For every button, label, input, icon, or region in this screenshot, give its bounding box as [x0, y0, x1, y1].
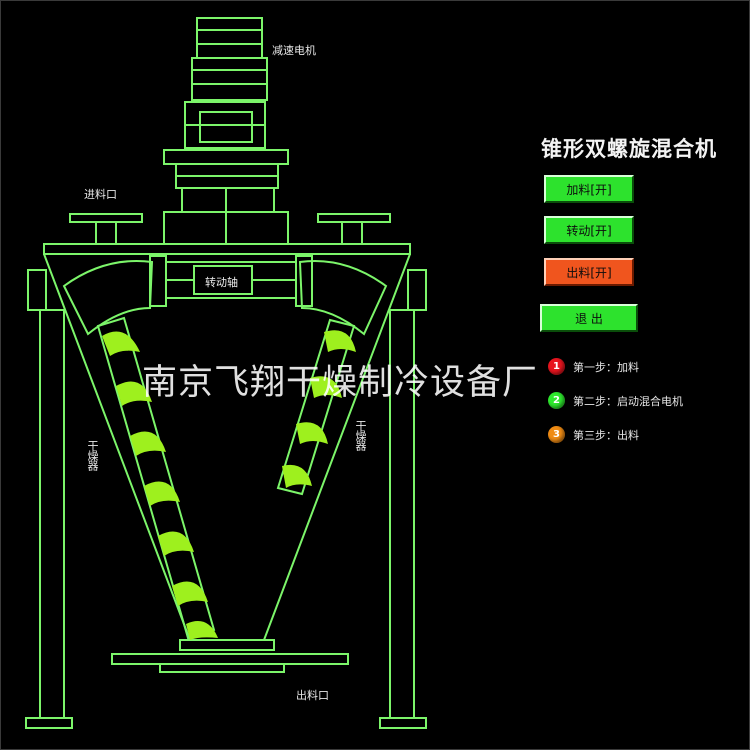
- transmission-shaft-label: 转动轴: [205, 276, 238, 289]
- top-platform: [43, 243, 411, 255]
- right-support: [379, 269, 427, 729]
- right-screw-shaft: [276, 318, 356, 496]
- discharge-on-button[interactable]: 出料[开]: [544, 258, 634, 286]
- step-2: 2 第二步：启动混合电机: [548, 392, 683, 409]
- right-screw-flights: [282, 330, 356, 488]
- feed-inlet-right: [317, 213, 391, 245]
- step-3: 3 第三步：出料: [548, 426, 639, 443]
- page-title: 锥形双螺旋混合机: [541, 137, 717, 161]
- right-arm: [298, 260, 388, 336]
- rotate-on-button[interactable]: 转动[开]: [544, 216, 634, 244]
- left-screw-label: 干燥器: [86, 440, 99, 470]
- step-1: 1 第一步：加料: [548, 358, 639, 375]
- motor-body: [184, 17, 268, 149]
- left-screw-shaft: [96, 316, 216, 640]
- motor-label: 减速电机: [272, 44, 316, 57]
- left-screw-flights: [102, 331, 218, 640]
- outlet-label: 出料口: [296, 689, 329, 702]
- feed-inlet-left: [69, 213, 143, 245]
- step-3-icon: 3: [548, 426, 565, 443]
- right-screw-label: 干燥器: [354, 420, 367, 450]
- step-3-text: 第三步：出料: [573, 428, 639, 442]
- company-watermark: 南京飞翔干燥制冷设备厂: [142, 363, 539, 403]
- step-1-icon: 1: [548, 358, 565, 375]
- step-1-text: 第一步：加料: [573, 360, 639, 374]
- gearbox: [163, 149, 289, 245]
- step-2-icon: 2: [548, 392, 565, 409]
- exit-button[interactable]: 退 出: [540, 304, 638, 332]
- outlet: [111, 639, 349, 673]
- transmission-shaft: [149, 255, 313, 307]
- step-2-text: 第二步：启动混合电机: [573, 394, 683, 408]
- left-support: [25, 269, 73, 729]
- feed-on-button[interactable]: 加料[开]: [544, 175, 634, 203]
- feed-inlet-label: 进料口: [84, 188, 117, 201]
